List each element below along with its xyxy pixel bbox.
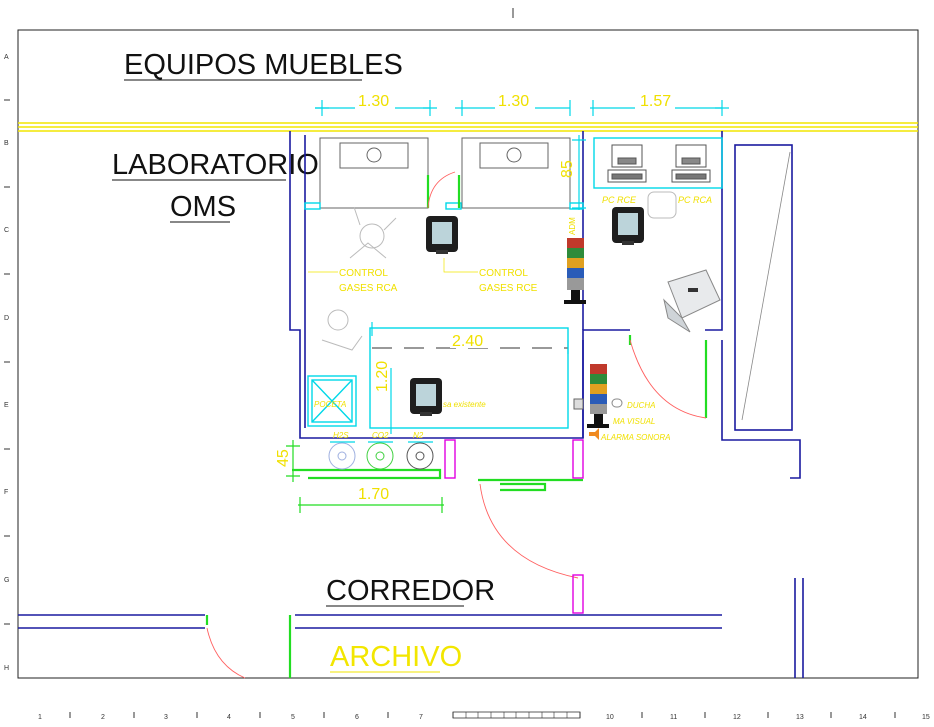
dimension-label: 1.30	[498, 93, 529, 110]
col-label: 10	[606, 714, 614, 721]
area-title-equipos-muebles: EQUIPOS MUEBLES	[124, 49, 403, 81]
col-label: 4	[227, 714, 231, 721]
col-label: 6	[355, 714, 359, 721]
dimension-label: 45	[275, 449, 292, 467]
door-arcs	[206, 171, 707, 679]
cylinder-co2	[366, 442, 394, 470]
column-ruler: 1 2 3 4 5 6 7 10 11 12 13 14 15	[38, 711, 930, 721]
ducha-label: DUCHA	[627, 401, 655, 410]
sheet-border	[17, 29, 919, 679]
cylinder-label-h2s: H2S	[333, 431, 349, 440]
col-label: 7	[419, 714, 423, 721]
col-label: 13	[796, 714, 804, 721]
walls	[18, 131, 804, 678]
computer-icon	[671, 144, 711, 183]
pc-label: PC RCA	[678, 195, 712, 205]
cylinder-label-n2: N2	[413, 431, 424, 440]
dimension-label: 1.57	[640, 93, 671, 110]
gas-controller-icon	[426, 216, 458, 254]
area-title-archivo: ARCHIVO	[330, 641, 462, 673]
person-icon	[321, 309, 363, 351]
cylinder-n2	[406, 442, 434, 470]
mesa-label: sa existente	[443, 400, 486, 409]
area-title-oms: OMS	[170, 191, 236, 223]
cylinder-label-co2: CO2	[372, 431, 389, 440]
columns	[444, 439, 584, 614]
control-gases-rca-label: CONTROL	[339, 268, 388, 279]
storage-diagonal	[741, 151, 791, 421]
area-title-laboratorio: LABORATORIO	[112, 149, 319, 181]
alarma-visual-label: MA VISUAL	[613, 417, 655, 426]
computer-icon	[607, 144, 647, 183]
row-label: G	[4, 577, 9, 584]
col-label: 11	[670, 714, 677, 721]
col-label: 1	[38, 714, 42, 721]
alarma-sonora-label: ALARMA SONORA	[600, 433, 671, 442]
control-gases-rca-label: GASES RCA	[339, 283, 398, 294]
row-ruler: A B C D E F G H	[4, 54, 10, 672]
dimension-label: 1.20	[374, 361, 391, 392]
gas-panel-icon	[663, 269, 721, 333]
fume-hoods	[319, 137, 571, 209]
adm-label: ADM	[568, 217, 577, 235]
control-gases-rce-label: CONTROL	[479, 268, 528, 279]
signal-tower-icon	[587, 364, 609, 428]
dimension-label: 85	[559, 160, 576, 178]
col-label: 12	[733, 714, 741, 721]
dimension-label: 1.70	[358, 486, 389, 503]
gas-controller-icon	[410, 378, 442, 416]
col-label: 5	[291, 714, 295, 721]
cylinder-h2s	[328, 442, 356, 470]
dimension-label: 2.40	[452, 333, 483, 350]
col-label: 14	[859, 714, 867, 721]
person-icon	[349, 206, 397, 259]
area-title-corredor: CORREDOR	[326, 575, 495, 607]
row-label: F	[4, 489, 8, 496]
col-label: 15	[922, 714, 930, 721]
col-label: 2	[101, 714, 105, 721]
dimension-label: 1.30	[358, 93, 389, 110]
row-label: D	[4, 315, 9, 322]
gas-controller-icon	[612, 207, 644, 245]
pc-label: PC RCE	[602, 195, 637, 205]
door-jambs	[205, 175, 708, 678]
row-label: H	[4, 665, 9, 672]
row-label: B	[4, 140, 9, 147]
chair-icon	[647, 191, 677, 219]
shower-icon	[611, 398, 623, 408]
control-gases-rce-label: GASES RCE	[479, 283, 538, 294]
poceta-label: POCETA	[314, 400, 346, 409]
yellow-wall	[18, 122, 918, 132]
row-label: C	[4, 227, 9, 234]
row-label: E	[4, 402, 9, 409]
cyan-strips	[304, 137, 723, 429]
row-label: A	[4, 54, 9, 61]
siren-icon	[589, 428, 599, 440]
signal-tower-icon	[564, 238, 586, 304]
col-label: 3	[164, 714, 168, 721]
outlet-icon	[573, 398, 584, 410]
